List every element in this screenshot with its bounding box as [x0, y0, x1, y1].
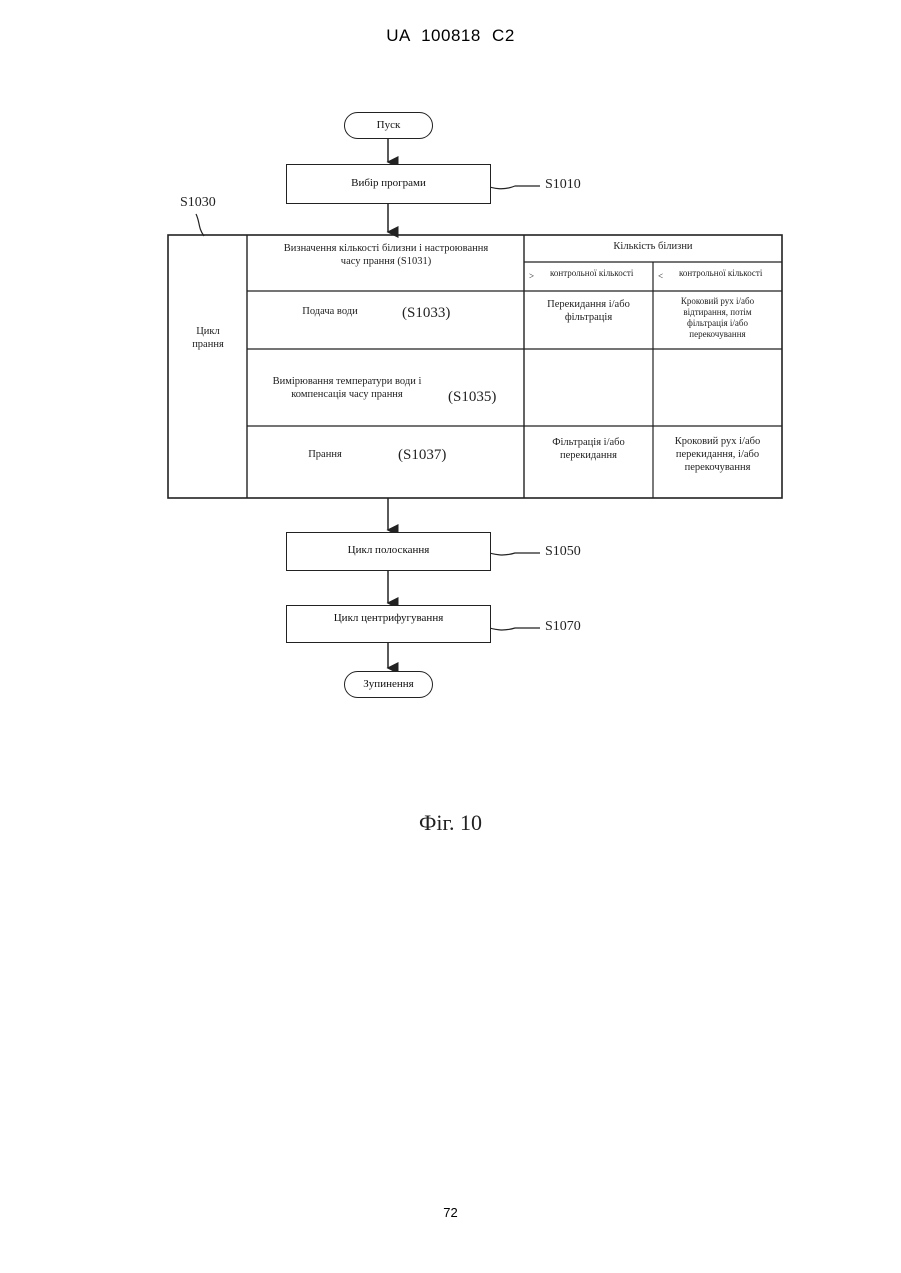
rinse-cycle-code: S1050 — [545, 544, 581, 560]
wash-cycle-code: S1030 — [180, 195, 216, 211]
table-row-code: (S1033) — [402, 305, 450, 322]
table-header-left: Визначення кількості білизни і настроюва… — [250, 242, 522, 268]
table-row-step: Подача води — [270, 305, 390, 318]
spin-cycle-code: S1070 — [545, 619, 581, 635]
table-row-code: (S1035) — [448, 389, 496, 406]
col-gt-label: контрольної кількості — [550, 268, 633, 278]
spin-cycle-label: Цикл центрифугування — [334, 612, 444, 624]
table-row-gt: Перекидання і/або фільтрація — [526, 298, 651, 324]
stop-terminator: Зупинення — [344, 671, 433, 698]
select-program-box: Вибір програми — [286, 164, 491, 204]
table-row-code: (S1037) — [398, 447, 446, 464]
col-gt-sign: > — [529, 271, 534, 281]
stop-label: Зупинення — [363, 678, 413, 690]
table-row-lt: Кроковий рух і/або перекидання, і/або пе… — [655, 435, 780, 474]
select-program-code: S1010 — [545, 177, 581, 193]
start-terminator: Пуск — [344, 112, 433, 139]
spin-cycle-box: Цикл центрифугування — [286, 605, 491, 643]
table-row-step: Вимірювання температури води і компенсац… — [252, 375, 442, 401]
table-header-right: Кількість білизни — [526, 240, 780, 253]
rinse-cycle-box: Цикл полоскання — [286, 532, 491, 571]
col-lt-label: контрольної кількості — [679, 268, 762, 278]
figure-caption: Фіг. 10 — [0, 810, 901, 836]
table-row-gt: Фільтрація і/або перекидання — [526, 436, 651, 462]
table-row-step: Прання — [270, 448, 380, 461]
col-lt-sign: < — [658, 271, 663, 281]
select-program-label: Вибір програми — [351, 177, 426, 189]
rinse-cycle-label: Цикл полоскання — [348, 544, 430, 556]
wash-cycle-label: Цикл прання — [178, 325, 238, 351]
table-row-lt: Кроковий рух і/або відтирання, потім філ… — [655, 296, 780, 340]
start-label: Пуск — [377, 119, 401, 131]
page-number: 72 — [0, 1205, 901, 1220]
